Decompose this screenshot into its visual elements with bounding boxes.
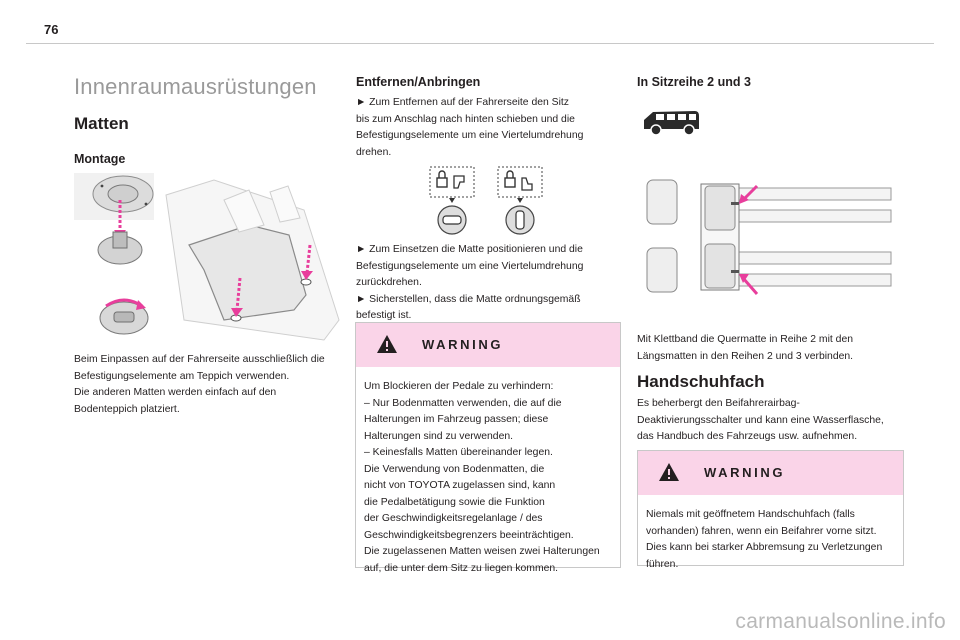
van-icon — [641, 107, 703, 137]
warning-text: Niemals mit geöffnetem Handschuhfach (fa… — [638, 495, 903, 573]
text-line: ► Zum Entfernen auf der Fahrerseite den … — [356, 97, 570, 108]
text-line: Befestigungselemente um eine Viertelumdr… — [356, 260, 584, 272]
text-line: Um Blockieren der Pedale zu verhindern: — [364, 381, 554, 392]
warning-box-pedals: WARNING Um Blockieren der Pedale zu verh… — [355, 322, 621, 574]
glovebox-paragraph: Es beherbergt den Beifahrerairbag- Deakt… — [637, 396, 913, 446]
subheading-montage: Montage — [74, 152, 126, 166]
heading-sitzreihe: In Sitzreihe 2 und 3 — [637, 75, 751, 89]
text-line: Die Verwendung von Bodenmatten, die — [364, 463, 545, 475]
warning-header: WARNING — [638, 451, 903, 495]
clip-rotation-icons — [424, 165, 554, 237]
text-line: Beim Einpassen auf der Fahrerseite aussc… — [74, 354, 325, 365]
text-line: bis zum Anschlag nach hinten schieben un… — [356, 113, 575, 125]
text-line: führen. — [646, 558, 679, 570]
text-line: auf, die unter dem Sitz zu liegen kommen… — [364, 562, 559, 574]
text-line: Geschwindigkeitsbegrenzers beeinträchtig… — [364, 529, 574, 541]
seat-rows-mat-diagram — [641, 172, 893, 302]
floor-mat-illustration — [74, 170, 344, 345]
section-title: Innenraumausrüstungen — [74, 74, 317, 99]
insert-paragraph: ► Zum Einsetzen die Matte positionieren … — [356, 242, 618, 325]
text-line: ► Sicherstellen, dass die Matte ordnungs… — [356, 293, 581, 305]
text-line: Längsmatten in den Reihen 2 und 3 verbin… — [637, 350, 854, 362]
text-line: Befestigungselemente am Teppich verwende… — [74, 370, 290, 382]
heading-matten: Matten — [74, 114, 129, 133]
heading-handschuhfach: Handschuhfach — [637, 372, 765, 391]
text-line: Es beherbergt den Beifahrerairbag- — [637, 398, 800, 409]
text-line: – Keinesfalls Matten übereinander legen. — [364, 447, 553, 458]
text-line: Bodenteppich platziert. — [74, 403, 180, 415]
warning-title: WARNING — [422, 337, 504, 352]
text-line: das Handbuch des Fahrzeugs usw. aufnehme… — [637, 431, 858, 442]
text-line: der Geschwindigkeitsregelanlage / des — [364, 513, 543, 524]
text-line: Halterungen sind zu verwenden. — [364, 430, 514, 442]
text-line: – Nur Bodenmatten verwenden, die auf die — [364, 397, 562, 409]
velcro-paragraph: Mit Klettband die Quermatte in Reihe 2 m… — [637, 332, 907, 365]
text-line: befestigt ist. — [356, 310, 412, 321]
warning-triangle-icon — [659, 463, 679, 481]
text-line: die Pedalbetätigung sowie die Funktion — [364, 496, 545, 508]
text-line: zurückdrehen. — [356, 277, 422, 288]
page-number: 76 — [44, 22, 59, 37]
text-line: drehen. — [356, 146, 392, 158]
watermark: carmanualsonline.info — [735, 610, 946, 633]
text-line: Halterungen im Fahrzeug passen; diese — [364, 414, 549, 425]
text-line: ► Zum Einsetzen die Matte positionieren … — [356, 244, 583, 255]
text-line: Deaktivierungsschalter und kann eine Was… — [637, 414, 884, 426]
text-line: Die zugelassenen Matten weisen zwei Halt… — [364, 546, 600, 557]
text-line: nicht von TOYOTA zugelassen sind, kann — [364, 480, 556, 491]
text-line: vorhanden) fahren, wenn ein Beifahrer vo… — [646, 525, 877, 537]
text-line: Niemals mit geöffnetem Handschuhfach (fa… — [646, 509, 855, 520]
warning-header: WARNING — [356, 323, 620, 367]
warning-title: WARNING — [704, 465, 786, 480]
warning-triangle-icon — [377, 335, 397, 353]
montage-paragraph: Beim Einpassen auf der Fahrerseite aussc… — [74, 352, 344, 418]
warning-box-glovebox: WARNING Niemals mit geöffnetem Handschuh… — [637, 450, 904, 570]
remove-paragraph: ► Zum Entfernen auf der Fahrerseite den … — [356, 95, 618, 161]
warning-text: Um Blockieren der Pedale zu verhindern: … — [356, 367, 620, 577]
text-line: Befestigungselemente um eine Viertelumdr… — [356, 130, 584, 141]
text-line: Mit Klettband die Quermatte in Reihe 2 m… — [637, 334, 854, 345]
text-line: Die anderen Matten werden einfach auf de… — [74, 387, 277, 398]
text-line: Dies kann bei starker Abbremsung zu Verl… — [646, 542, 883, 553]
header-divider — [26, 43, 934, 44]
heading-entfernen: Entfernen/Anbringen — [356, 75, 481, 89]
